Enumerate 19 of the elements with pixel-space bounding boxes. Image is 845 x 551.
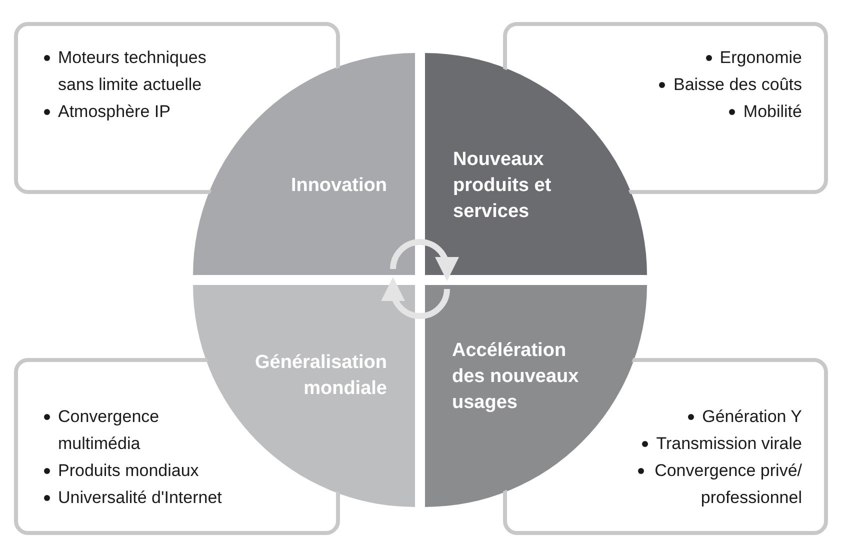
cycle-arrow [390,239,458,281]
bullet-text: Moteurs techniques sans limite actuelle [58,47,208,96]
cycle-arrow [382,277,450,319]
bullet-text: Ergonomie [720,47,802,69]
segment-title: Innovation [290,174,387,198]
quadrant-segment [425,53,647,275]
segment-title: Accélération des nouveaux usages [452,339,580,415]
segment-title: Généralisation mondiale [254,351,387,401]
bullet-text: Atmosphère IP [58,101,170,123]
bullet-text: Transmission virale [656,433,802,455]
bullet-text: Convergence privé/ professionnel [654,460,802,509]
bullet-text: Produits mondiaux [58,460,199,482]
bullet-text: Génération Y [702,406,802,428]
quadrant-segment [425,285,647,507]
bullet-text: Baisse des coûts [673,74,802,96]
bullet-text: Mobilité [743,101,802,123]
bullet-text: Convergence multimédia [58,406,160,455]
segment-title: Nouveaux produits et services [453,148,552,224]
bullet-text: Universalité d'Internet [58,487,222,509]
